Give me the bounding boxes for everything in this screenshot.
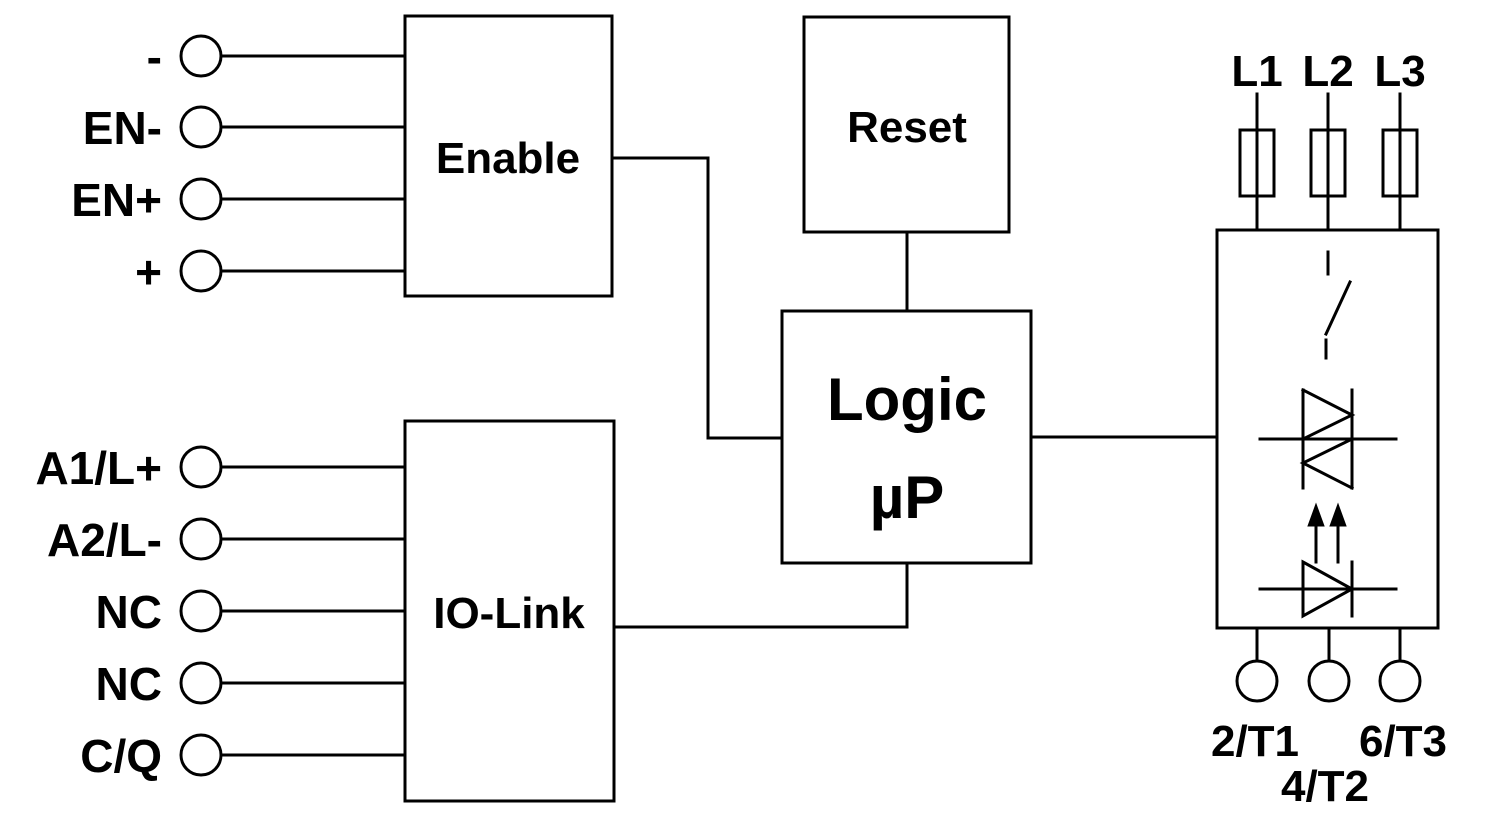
diode-icon [1258,559,1398,619]
terminal-label: NC [96,658,162,710]
enable-block [403,14,614,298]
terminal-label: 6/T3 [1359,717,1447,766]
terminal-en-plus: EN+ [71,174,407,226]
io-link-block [403,419,616,803]
terminal-circle [179,517,223,561]
reset-label: Reset [847,103,967,152]
terminal-circle [179,249,223,293]
phase-label: L1 [1231,47,1282,96]
terminal-circle [179,733,223,777]
terminal-circle [179,661,223,705]
terminal-circle [179,34,223,78]
terminal-circle [179,589,223,633]
terminal-a2-l-minus: A2/L- [47,514,407,566]
terminal-a1-l-plus: A1/L+ [35,442,407,494]
terminal-label: EN+ [71,174,162,226]
terminal-en-minus: EN- [83,102,407,154]
terminal-circle [179,105,223,149]
output-terminal-6-t3: 6/T3 [1359,626,1447,766]
triac-icon [1258,387,1398,491]
io-link-label: IO-Link [433,589,585,638]
terminal-label: + [135,246,162,298]
phase-label: L2 [1302,47,1353,96]
terminal-nc-1: NC [96,586,407,638]
terminal-circle [1307,659,1351,703]
terminal-label: - [147,31,162,83]
optocoupler-arrows-icon [1307,502,1347,564]
terminal-circle [179,177,223,221]
microprocessor-label: µP [870,464,945,531]
output-terminal-4-t2: 4/T2 [1281,626,1369,811]
terminal-circle [179,445,223,489]
enable-to-logic-wire [610,156,784,440]
terminal-label: 2/T1 [1211,717,1299,766]
terminal-label: A1/L+ [35,442,162,494]
solid-state-switch-block [1215,228,1440,630]
terminal-label: A2/L- [47,514,162,566]
terminal-plus: + [135,246,407,298]
terminal-nc-2: NC [96,658,407,710]
switch-contact-icon [1324,250,1352,360]
phase-label: L3 [1374,47,1425,96]
enable-label: Enable [436,134,580,183]
logic-label: Logic [827,366,987,433]
terminal-circle [1378,659,1422,703]
terminal-label: 4/T2 [1281,762,1369,811]
terminal-minus: - [147,31,407,83]
terminal-label: EN- [83,102,162,154]
output-terminal-2-t1: 2/T1 [1211,626,1299,766]
terminal-c-q: C/Q [80,730,407,782]
phase-input-l3: L3 [1374,47,1426,232]
terminal-circle [1235,659,1279,703]
terminal-label: NC [96,586,162,638]
io-link-to-logic-wire [612,561,909,629]
phase-input-l2: L2 [1302,47,1354,232]
terminal-label: C/Q [80,730,162,782]
phase-input-l1: L1 [1231,47,1283,232]
